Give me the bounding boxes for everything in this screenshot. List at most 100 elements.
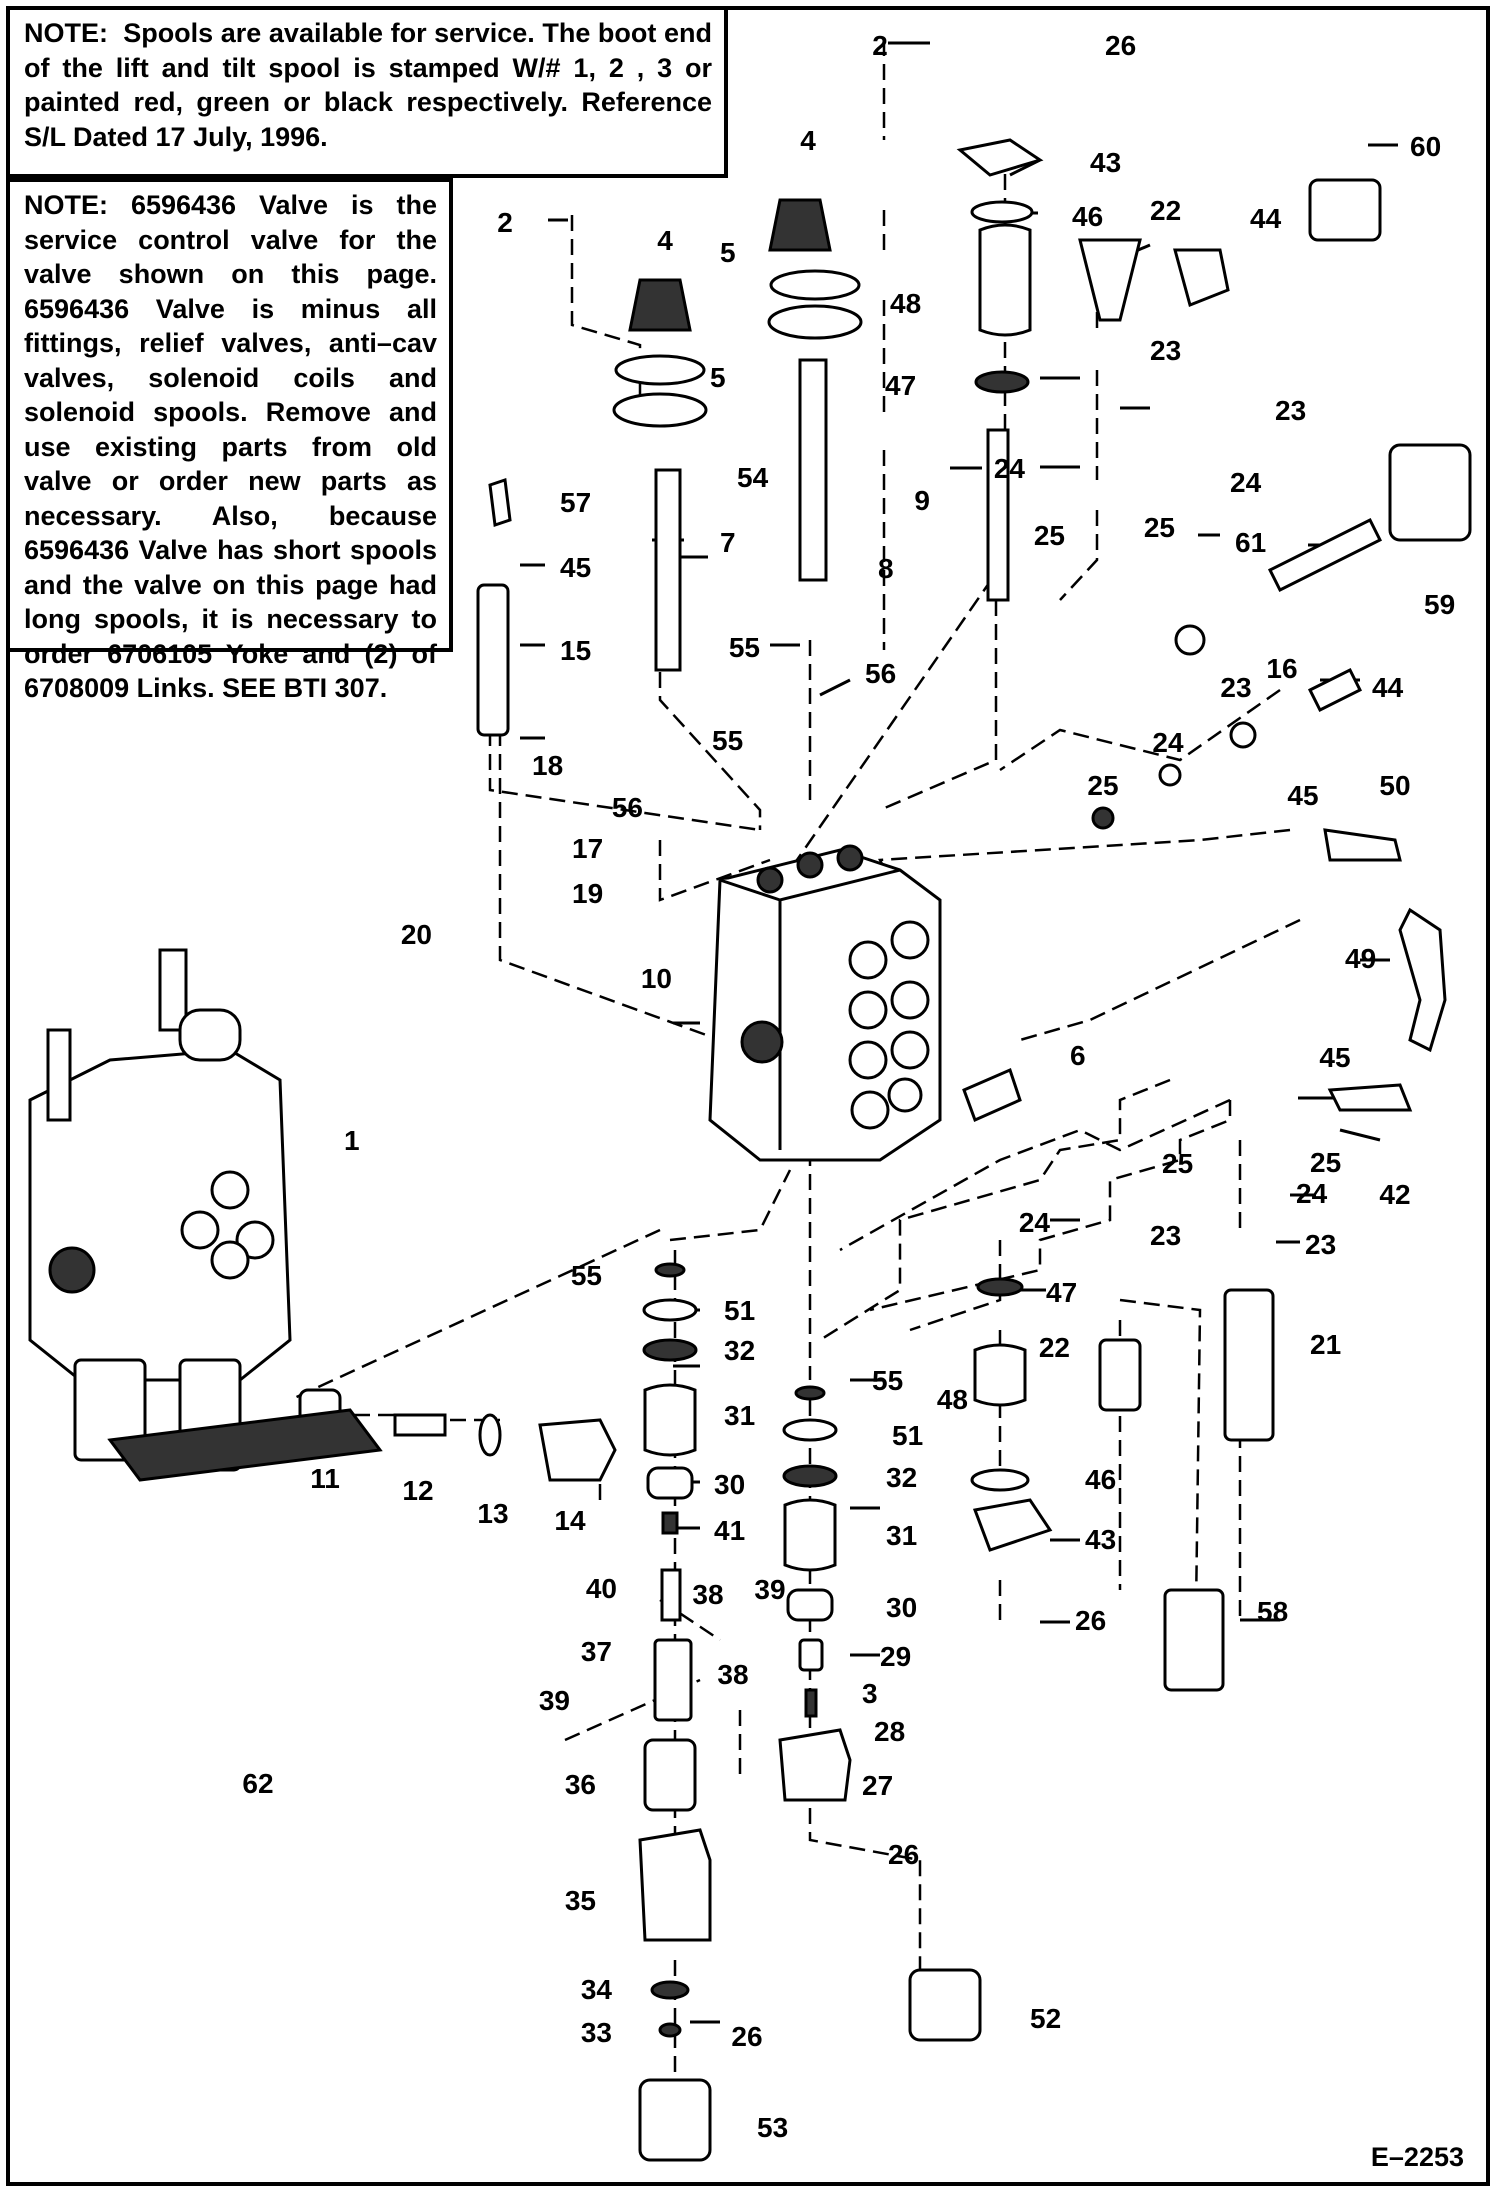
spring-12 bbox=[393, 1413, 447, 1437]
callout-label: 31 bbox=[886, 1520, 917, 1551]
callout-label: 24 bbox=[994, 453, 1026, 484]
callout-label: 55 bbox=[872, 1365, 903, 1396]
callout-label: 25 bbox=[1310, 1147, 1341, 1178]
cap-43a bbox=[956, 138, 1044, 177]
callout-label: 45 bbox=[1287, 780, 1318, 811]
callout-label: 22 bbox=[1150, 195, 1181, 226]
seat-51b bbox=[782, 1418, 838, 1442]
callout-label: 51 bbox=[892, 1420, 923, 1451]
callout-label: 19 bbox=[572, 878, 603, 909]
callout-label: 20 bbox=[401, 919, 432, 950]
plug-22a bbox=[1078, 238, 1142, 322]
callout-label: 22 bbox=[1039, 1332, 1070, 1363]
washer-32b bbox=[782, 1464, 838, 1488]
callout-label: 25 bbox=[1034, 520, 1065, 551]
callout-label: 38 bbox=[692, 1579, 723, 1610]
callout-label: 51 bbox=[724, 1295, 755, 1326]
boot-4b bbox=[768, 198, 832, 252]
figure-reference: E–2253 bbox=[1371, 2142, 1464, 2172]
callout-label: 30 bbox=[714, 1469, 745, 1500]
callout-label: 12 bbox=[402, 1475, 433, 1506]
washer-25c bbox=[1091, 806, 1115, 830]
elbow-57 bbox=[488, 477, 512, 528]
callout-label: 23 bbox=[1150, 1220, 1181, 1251]
plug-14 bbox=[538, 1418, 617, 1482]
washer-32a bbox=[642, 1338, 698, 1362]
callout-label: 44 bbox=[1372, 672, 1404, 703]
oring-46b bbox=[970, 1468, 1030, 1492]
callout-label: 34 bbox=[581, 1974, 613, 2005]
callout-label: 43 bbox=[1090, 147, 1121, 178]
note-label: NOTE: bbox=[24, 190, 108, 220]
callout-label: 45 bbox=[1319, 1042, 1350, 1073]
solenoid-60 bbox=[1308, 178, 1382, 242]
callout-label: 11 bbox=[310, 1463, 340, 1494]
callout-label: 5 bbox=[720, 237, 736, 268]
washer-33 bbox=[658, 2022, 682, 2038]
plate-5b bbox=[769, 269, 861, 301]
relief-21 bbox=[1223, 1288, 1275, 1442]
plug-6 bbox=[962, 1067, 1022, 1123]
callout-label: 55 bbox=[729, 632, 760, 663]
fitting-50 bbox=[1323, 828, 1402, 862]
callout-label: 46 bbox=[1072, 201, 1103, 232]
assembly-dashed-lines bbox=[289, 40, 1301, 2090]
callout-label: 58 bbox=[1257, 1596, 1288, 1627]
callout-label: 42 bbox=[1379, 1179, 1410, 1210]
callout-label: 27 bbox=[862, 1770, 893, 1801]
spool-7 bbox=[654, 468, 682, 672]
callout-label: 38 bbox=[717, 1659, 748, 1690]
cap-27 bbox=[778, 1728, 852, 1802]
callout-label: 24 bbox=[1152, 727, 1184, 758]
ball-41 bbox=[661, 1511, 679, 1535]
callout-label: 15 bbox=[560, 635, 591, 666]
cap-43b bbox=[972, 1498, 1053, 1552]
sleeve-30a bbox=[646, 1466, 694, 1500]
washer-47a bbox=[974, 370, 1030, 394]
callout-label: 43 bbox=[1085, 1524, 1116, 1555]
seat-51a bbox=[642, 1298, 698, 1322]
valve-body-10 bbox=[708, 844, 942, 1162]
callout-label: 16 bbox=[1266, 653, 1297, 684]
callout-label: 39 bbox=[754, 1574, 785, 1605]
callout-label: 23 bbox=[1275, 395, 1306, 426]
washer-55c bbox=[654, 1262, 686, 1278]
callout-label: 26 bbox=[1105, 30, 1136, 61]
plug-44a bbox=[1173, 248, 1230, 308]
callout-label: 62 bbox=[242, 1768, 273, 1799]
fitting-42 bbox=[1327, 1083, 1413, 1112]
note-text: 6596436 Valve is the service control val… bbox=[24, 190, 437, 703]
callout-label: 50 bbox=[1379, 770, 1410, 801]
callout-label: 21 bbox=[1310, 1329, 1341, 1360]
callout-label: 44 bbox=[1250, 203, 1282, 234]
callout-label: 1 bbox=[344, 1125, 360, 1156]
collar-36 bbox=[643, 1738, 697, 1812]
callout-label: 4 bbox=[800, 125, 816, 156]
spool-8 bbox=[798, 358, 828, 582]
callout-label: 10 bbox=[641, 963, 672, 994]
callout-label: 32 bbox=[724, 1335, 755, 1366]
callout-label: 47 bbox=[885, 370, 916, 401]
sleeve-30b bbox=[786, 1588, 834, 1622]
callout-label: 9 bbox=[914, 485, 930, 516]
washer-34 bbox=[650, 1980, 690, 2000]
callout-label: 61 bbox=[1235, 527, 1266, 558]
callout-label: 3 bbox=[862, 1678, 878, 1709]
callout-label: 28 bbox=[874, 1716, 905, 1747]
stud-29 bbox=[798, 1638, 824, 1672]
callout-label: 59 bbox=[1424, 589, 1455, 620]
detent-37 bbox=[653, 1638, 693, 1722]
callout-label: 40 bbox=[586, 1573, 617, 1604]
callout-label: 2 bbox=[872, 30, 888, 61]
spring-31b bbox=[783, 1498, 837, 1572]
note-service-valve: NOTE: 6596436 Valve is the service contr… bbox=[6, 178, 453, 703]
screw-28 bbox=[804, 1688, 818, 1718]
plug-22b bbox=[1098, 1338, 1142, 1412]
decal-62 bbox=[107, 1408, 383, 1482]
spring-48a bbox=[978, 223, 1032, 337]
callout-labels: 2 2 26 43 60 4 4 5 5 46 22 44 48 23 23 4… bbox=[242, 30, 1455, 2143]
callout-label: 26 bbox=[731, 2021, 762, 2052]
washer-47b bbox=[976, 1277, 1024, 1297]
oring-46a bbox=[970, 200, 1034, 224]
